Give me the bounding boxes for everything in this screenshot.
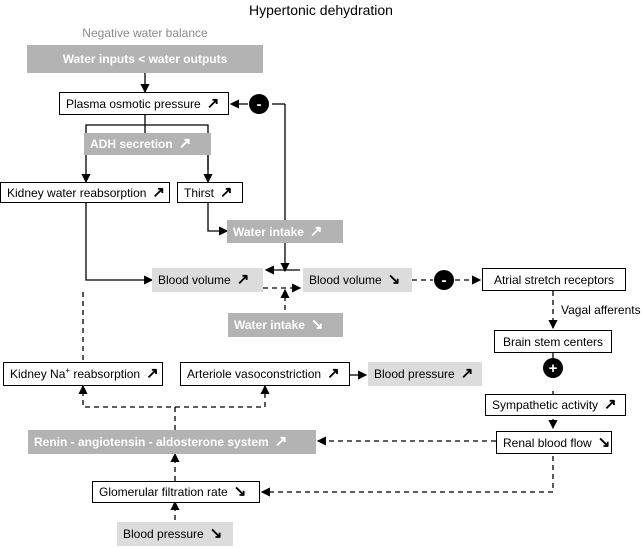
positive-feedback-icon: +: [543, 358, 563, 378]
blood-volume-increase-box: Blood volume ↗: [152, 268, 263, 292]
sympathetic-activity-text: Sympathetic activity: [492, 398, 599, 412]
decrease-arrow-icon: ↘: [387, 271, 401, 288]
renal-blood-flow-text: Renal blood flow: [503, 435, 592, 450]
kidney-water-reabsorption-box: Kidney water reabsorption ↗: [0, 182, 170, 203]
blood-pressure-decrease-text: Blood pressure: [123, 527, 204, 541]
water-intake-box: Water intake ↗: [227, 220, 343, 243]
atrial-stretch-receptors-box: Atrial stretch receptors: [482, 268, 626, 291]
increase-arrow-icon: ↗: [178, 135, 192, 152]
diagram-subtitle: Negative water balance: [82, 26, 208, 40]
blood-pressure-increase-text: Blood pressure: [374, 367, 455, 381]
increase-arrow-icon: ↗: [236, 271, 250, 288]
glomerular-filtration-rate-box: Glomerular filtration rate ↘: [92, 481, 260, 503]
blood-volume-decrease-box: Blood volume ↘: [303, 268, 412, 292]
increase-arrow-icon: ↗: [152, 183, 165, 201]
decrease-arrow-icon: ↘: [233, 483, 247, 500]
kidney-na-reabsorption-box: Kidney Na+ reabsorption ↗: [3, 362, 163, 386]
raas-text: Renin - angiotensin - aldosterone system: [34, 435, 269, 449]
plasma-osmotic-pressure-box: Plasma osmotic pressure ↗: [59, 92, 229, 115]
water-intake-decrease-text: Water intake: [234, 318, 305, 332]
water-balance-text: Water inputs < water outputs: [62, 52, 228, 66]
adh-secretion-box: ADH secretion ↗: [84, 133, 211, 155]
blood-pressure-increase-box: Blood pressure ↗: [368, 362, 482, 386]
sympathetic-activity-box: Sympathetic activity ↗: [485, 394, 626, 416]
increase-arrow-icon: ↗: [146, 365, 159, 382]
increase-arrow-icon: ↗: [327, 365, 340, 382]
glomerular-filtration-rate-text: Glomerular filtration rate: [99, 485, 228, 499]
water-balance-box: Water inputs < water outputs: [27, 45, 263, 73]
kidney-na-suffix: reabsorption: [70, 367, 141, 381]
kidney-na-reabsorption-text: Kidney Na+ reabsorption: [10, 366, 141, 382]
decrease-arrow-icon: ↘: [209, 525, 223, 542]
thirst-box: Thirst ↗: [177, 182, 243, 203]
increase-arrow-icon: ↗: [460, 365, 474, 382]
brain-stem-centers-text: Brain stem centers: [502, 334, 604, 349]
thirst-text: Thirst: [184, 185, 214, 200]
plasma-osmotic-pressure-text: Plasma osmotic pressure: [66, 96, 201, 111]
negative-feedback-icon: -: [249, 94, 269, 114]
decrease-arrow-icon: ↘: [310, 316, 324, 333]
increase-arrow-icon: ↗: [274, 433, 288, 450]
blood-volume-increase-text: Blood volume: [158, 273, 231, 287]
arteriole-vasoconstriction-text: Arteriole vasoconstriction: [187, 367, 322, 381]
water-intake-text: Water intake: [233, 224, 304, 239]
water-intake-decrease-box: Water intake ↘: [228, 313, 343, 337]
vagal-afferents-label: Vagal afferents: [561, 303, 641, 317]
adh-secretion-text: ADH secretion: [90, 137, 173, 151]
kidney-water-reabsorption-text: Kidney water reabsorption: [7, 185, 147, 200]
decrease-arrow-icon: ↘: [597, 433, 611, 451]
brain-stem-centers-box: Brain stem centers: [494, 330, 612, 353]
diagram-title: Hypertonic dehydration: [249, 2, 393, 18]
raas-box: Renin - angiotensin - aldosterone system…: [28, 430, 316, 454]
blood-pressure-decrease-box: Blood pressure ↘: [117, 522, 233, 546]
negative-feedback-icon: -: [434, 270, 454, 290]
blood-volume-decrease-text: Blood volume: [309, 273, 382, 287]
kidney-na-superscript: +: [65, 366, 71, 375]
arteriole-vasoconstriction-box: Arteriole vasoconstriction ↗: [180, 362, 350, 386]
kidney-na-prefix: Kidney Na: [10, 367, 66, 381]
renal-blood-flow-box: Renal blood flow ↘: [496, 431, 612, 454]
atrial-stretch-receptors-text: Atrial stretch receptors: [493, 272, 615, 287]
increase-arrow-icon: ↗: [206, 94, 220, 112]
increase-arrow-icon: ↗: [220, 183, 233, 201]
increase-arrow-icon: ↗: [309, 222, 323, 240]
increase-arrow-icon: ↗: [604, 396, 617, 413]
